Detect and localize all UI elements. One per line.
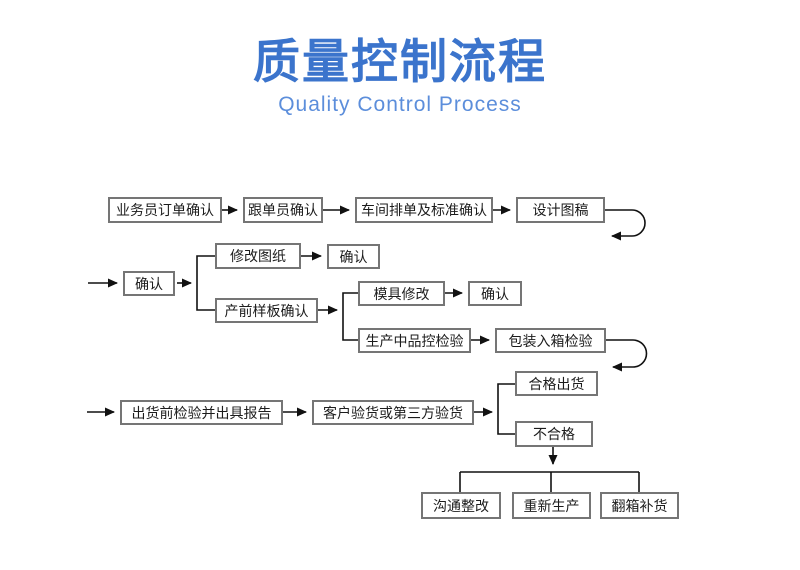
page-title: 质量控制流程 <box>253 35 547 88</box>
node-reproduce: 重新生产 <box>512 492 591 519</box>
branch-bracket-inspection-result <box>497 383 515 435</box>
uturn-arrow-design-draft <box>605 209 646 241</box>
node-inprocess-qc-inspection: 生产中品控检验 <box>358 328 471 353</box>
node-qualified-shipment: 合格出货 <box>515 371 598 396</box>
branch-bracket-sample-confirm <box>342 292 358 341</box>
node-communicate-rectify: 沟通整改 <box>421 492 501 519</box>
branch-bracket-confirm-1 <box>196 255 215 311</box>
node-revise-drawing: 修改图纸 <box>215 243 301 269</box>
node-preshipment-inspection-report: 出货前检验并出具报告 <box>120 400 283 425</box>
node-mold-modification: 模具修改 <box>358 281 445 306</box>
node-confirm-1: 确认 <box>123 271 175 296</box>
page-subtitle: Quality Control Process <box>278 93 522 116</box>
node-salesman-order-confirm: 业务员订单确认 <box>108 197 222 223</box>
node-merchandiser-confirm: 跟单员确认 <box>243 197 323 223</box>
uturn-arrow-packing-inspection <box>606 339 648 372</box>
node-repack-replenish: 翻箱补货 <box>600 492 679 519</box>
node-preproduction-sample-confirm: 产前样板确认 <box>215 298 318 323</box>
node-confirm-2: 确认 <box>327 244 380 269</box>
node-customer-or-thirdparty-inspection: 客户验货或第三方验货 <box>312 400 474 425</box>
node-packing-carton-inspection: 包装入箱检验 <box>495 328 606 353</box>
node-workshop-schedule-standard-confirm: 车间排单及标准确认 <box>355 197 493 223</box>
node-unqualified: 不合格 <box>515 421 593 447</box>
node-confirm-3: 确认 <box>468 281 522 306</box>
node-design-draft: 设计图稿 <box>516 197 605 223</box>
